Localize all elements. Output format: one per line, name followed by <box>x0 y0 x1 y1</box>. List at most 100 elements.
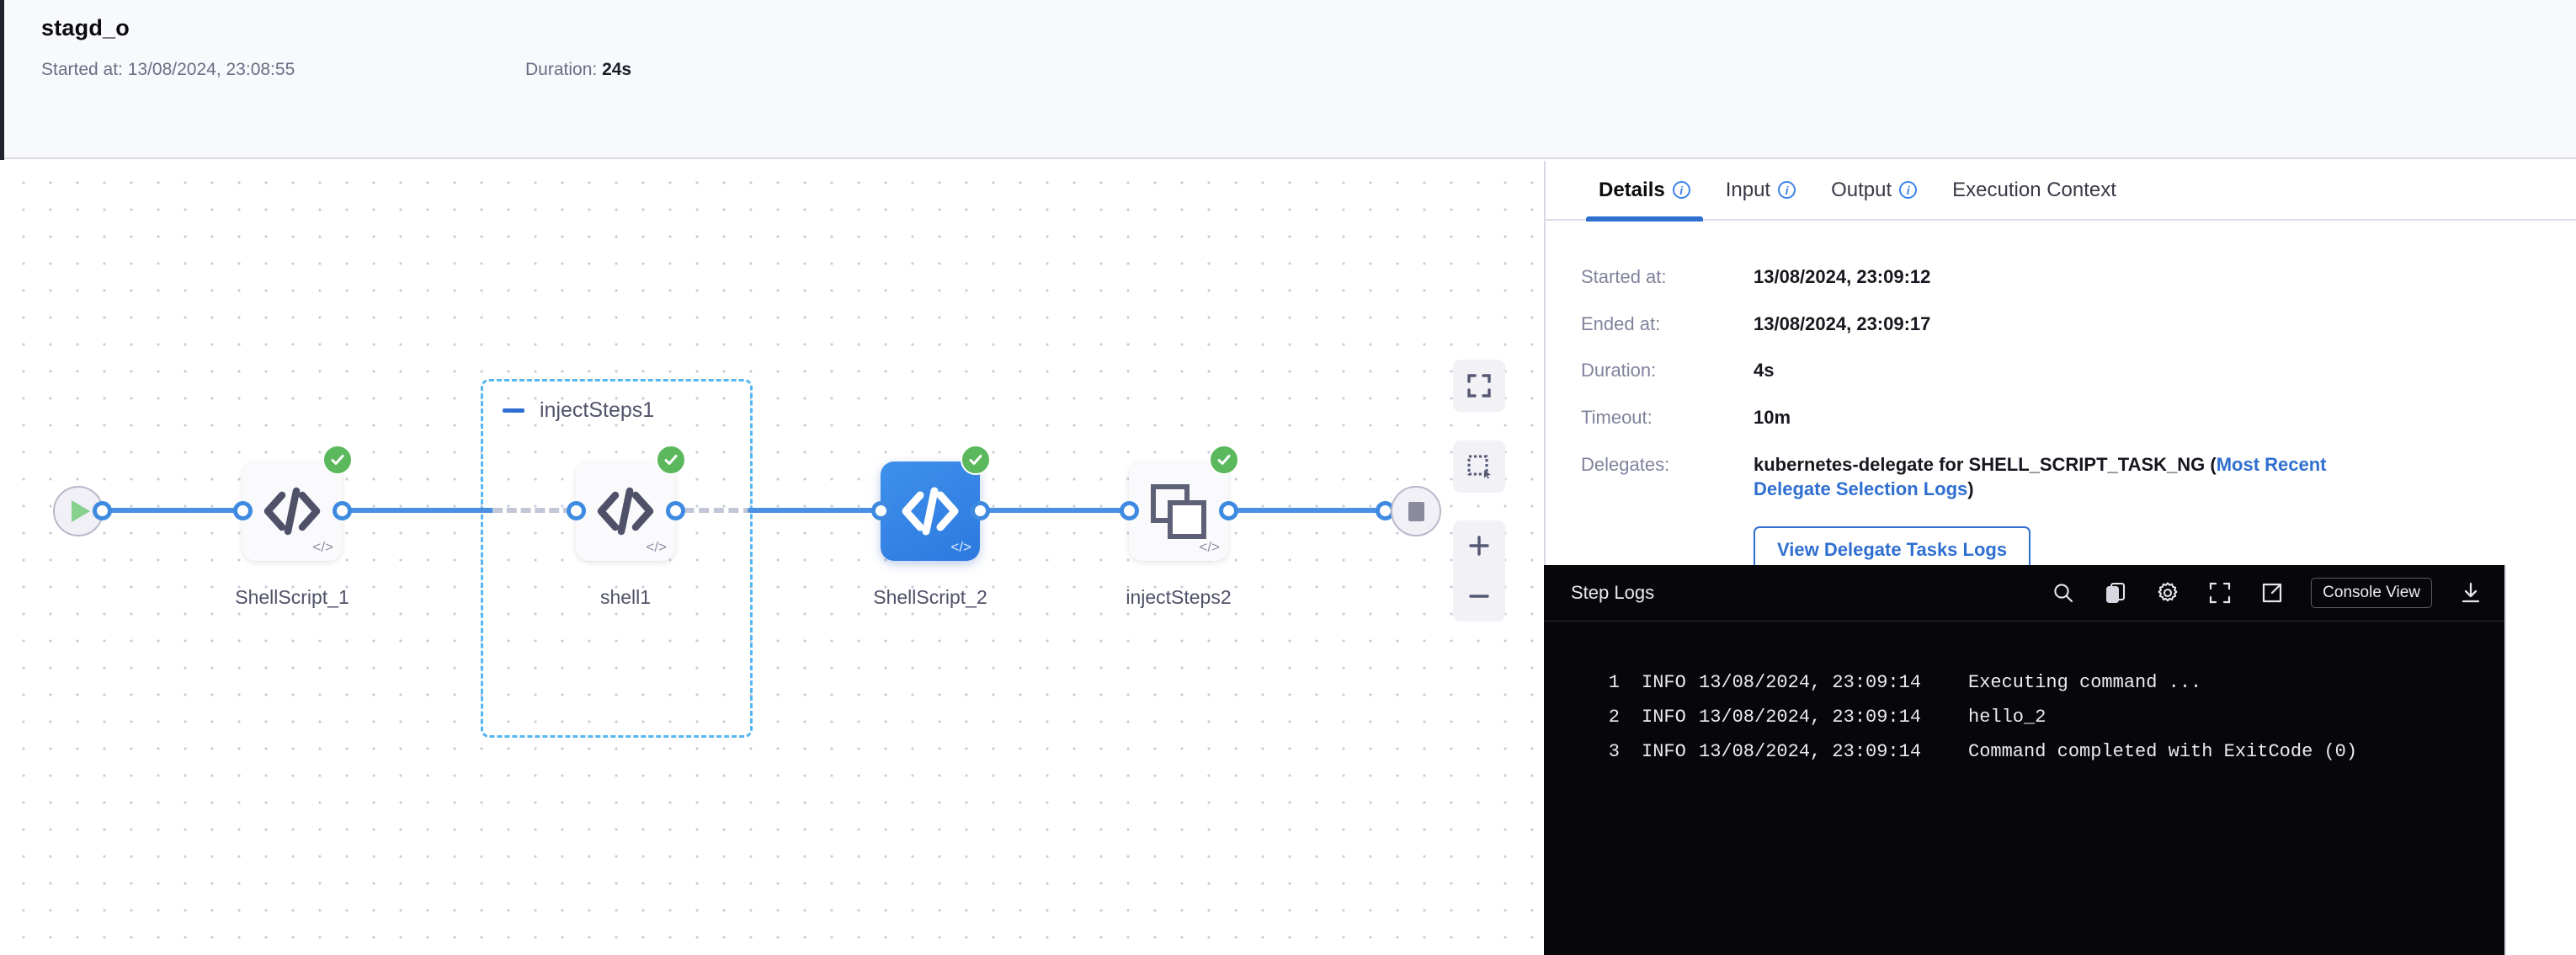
plus-icon <box>1469 536 1489 556</box>
fit-to-screen-button[interactable] <box>1453 360 1505 412</box>
step-node-shellscript-2[interactable]: </> <box>881 461 980 561</box>
console-view-button[interactable]: Console View <box>2311 578 2432 608</box>
zoom-controls[interactable] <box>1453 520 1505 622</box>
log-level: INFO <box>1642 707 1686 728</box>
detail-label: Delegates: <box>1581 453 1670 475</box>
log-line-number: 3 <box>1608 741 1620 762</box>
step-group-header[interactable]: injectSteps1 <box>503 398 654 423</box>
tab-output-label: Output <box>1831 178 1892 201</box>
check-icon <box>969 455 982 465</box>
stop-icon <box>1408 501 1424 521</box>
zoom-in-button[interactable] <box>1466 520 1493 571</box>
step-group-label: injectSteps1 <box>540 398 655 422</box>
zoom-out-button[interactable] <box>1466 571 1493 622</box>
step-node-shellscript-1[interactable]: </> <box>242 461 342 561</box>
check-icon <box>664 455 678 465</box>
port-shellscript-2-out[interactable] <box>971 501 990 520</box>
port-start-out[interactable] <box>93 501 112 520</box>
tab-input[interactable]: Input i <box>1708 160 1813 220</box>
port-shellscript-2-in[interactable] <box>871 501 891 520</box>
detail-label: Ended at: <box>1581 312 1661 334</box>
edge-start-to-shellscript1 <box>101 508 242 513</box>
edge-group-to-shellscript2 <box>748 508 882 513</box>
check-icon <box>1217 455 1231 465</box>
edge-shellscript2-to-injectsteps2 <box>975 508 1131 513</box>
fullscreen-icon[interactable] <box>2206 579 2233 606</box>
step-group-injectsteps1[interactable] <box>481 379 753 738</box>
port-shellscript-1-out[interactable] <box>333 501 352 520</box>
delegates-text: kubernetes-delegate for SHELL_SCRIPT_TAS… <box>1754 453 2217 475</box>
detail-label: Timeout: <box>1581 407 1653 429</box>
code-icon <box>597 487 654 536</box>
page-edge-strip <box>0 0 4 160</box>
pipeline-graph-canvas[interactable]: injectSteps1 </> <box>0 161 1543 955</box>
code-icon <box>902 487 959 536</box>
step-node-injectsteps2[interactable]: </> <box>1129 461 1228 561</box>
port-injectsteps2-out[interactable] <box>1219 501 1238 520</box>
info-icon[interactable]: i <box>1899 181 1918 199</box>
delegates-tail: ) <box>1967 478 1974 500</box>
tab-output[interactable]: Output i <box>1813 160 1935 220</box>
detail-label: Duration: <box>1581 360 1657 381</box>
node-label-shellscript-2: ShellScript_2 <box>873 586 987 608</box>
copy-icon[interactable] <box>2102 579 2129 606</box>
tab-input-label: Input <box>1725 178 1771 201</box>
duration-value: 24s <box>602 60 632 79</box>
step-logs-toolbar: Step Logs <box>1544 565 2504 622</box>
info-icon[interactable]: i <box>1672 181 1690 199</box>
gear-icon[interactable] <box>2154 579 2181 606</box>
started-at-label: Started at: <box>41 60 123 79</box>
page-title: stagd_o <box>41 15 130 40</box>
port-shellscript-1-in[interactable] <box>233 501 253 520</box>
duration-meta: Duration: 24s <box>525 60 631 80</box>
check-icon <box>331 455 344 465</box>
status-badge-success-shell1 <box>656 445 686 475</box>
detail-row-timeout: Timeout: 10m <box>1546 405 2576 430</box>
expand-icon <box>1467 374 1491 397</box>
node-label-shell1: shell1 <box>599 586 652 608</box>
end-node[interactable] <box>1391 486 1441 536</box>
port-shell1-in[interactable] <box>567 501 586 520</box>
info-icon[interactable]: i <box>1778 181 1796 199</box>
step-node-shell1[interactable]: </> <box>576 461 675 561</box>
panel-right-gutter <box>2504 565 2576 955</box>
tab-details[interactable]: Details i <box>1581 160 1708 221</box>
step-logs-panel: Step Logs <box>1544 565 2504 955</box>
detail-row-started-at: Started at: 13/08/2024, 23:09:12 <box>1546 264 2576 290</box>
log-line: 3 INFO 13/08/2024, 23:09:14 Command comp… <box>1544 741 2504 776</box>
detail-row-delegates: Delegates: kubernetes-delegate for SHELL… <box>1546 452 2576 502</box>
status-badge-success-injectsteps2 <box>1209 445 1239 475</box>
step-logs-output[interactable]: 1 INFO 13/08/2024, 23:09:14 Executing co… <box>1544 622 2504 955</box>
edge-group-exit-dashed <box>669 508 753 513</box>
log-message: hello_2 <box>1968 707 2046 728</box>
port-injectsteps2-in[interactable] <box>1120 501 1139 520</box>
delegate-selection-logs-link[interactable]: Most Recent Delegate Selection Logs <box>1754 453 2327 500</box>
detail-value: 10m <box>1754 407 1791 429</box>
edge-group-entry-dashed <box>492 508 573 513</box>
log-timestamp: 13/08/2024, 23:09:14 <box>1699 707 1922 728</box>
log-message: Executing command ... <box>1968 672 2202 693</box>
log-timestamp: 13/08/2024, 23:09:14 <box>1699 672 1922 693</box>
layers-icon <box>1151 484 1206 539</box>
tab-execution-context[interactable]: Execution Context <box>1935 160 2134 220</box>
minus-icon <box>1469 595 1489 598</box>
node-type-code-icon: </> <box>1199 539 1220 555</box>
node-type-code-icon: </> <box>312 539 333 555</box>
download-icon[interactable] <box>2457 579 2484 606</box>
tab-execution-context-label: Execution Context <box>1952 178 2116 201</box>
minus-icon[interactable] <box>503 408 524 413</box>
started-at-meta: Started at: 13/08/2024, 23:08:55 <box>41 60 295 80</box>
search-icon[interactable] <box>2050 579 2077 606</box>
port-shell1-out[interactable] <box>666 501 685 520</box>
log-level: INFO <box>1642 741 1686 762</box>
details-tabs: Details i Input i Output i Execution Con… <box>1546 161 2576 221</box>
node-label-injectsteps2: injectSteps2 <box>1126 586 1232 608</box>
log-line-number: 2 <box>1608 707 1620 728</box>
log-line: 1 INFO 13/08/2024, 23:09:14 Executing co… <box>1544 672 2504 707</box>
external-link-icon[interactable] <box>2259 579 2286 606</box>
status-badge-success-shellscript-1 <box>322 445 353 475</box>
log-line: 2 INFO 13/08/2024, 23:09:14 hello_2 <box>1544 707 2504 741</box>
detail-label: Started at: <box>1581 266 1667 287</box>
selection-mode-button[interactable] <box>1453 440 1505 493</box>
node-type-code-icon: </> <box>646 539 667 555</box>
